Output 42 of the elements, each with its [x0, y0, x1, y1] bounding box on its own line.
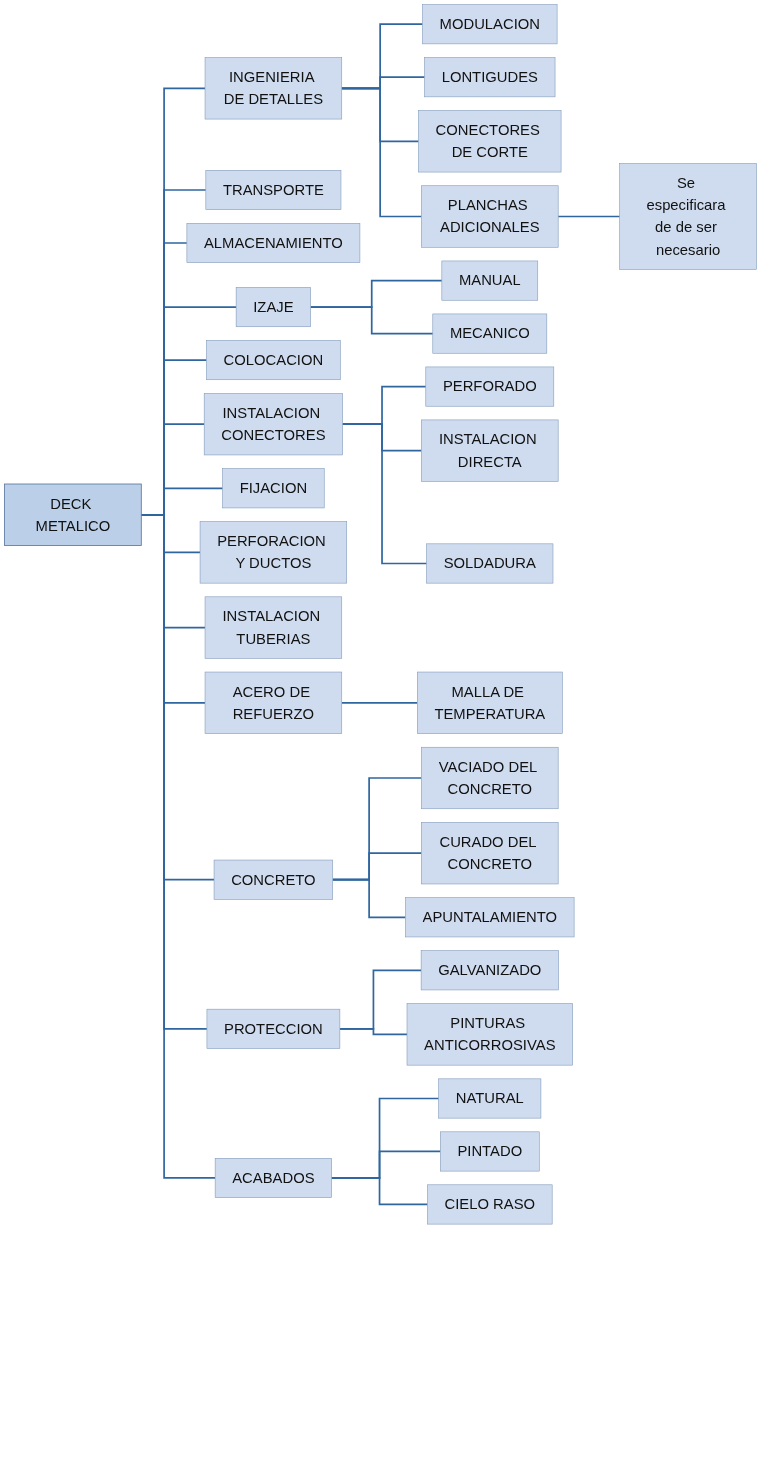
connector	[340, 87, 423, 218]
connector	[340, 701, 419, 704]
node-box: PROTECCION	[206, 1008, 341, 1049]
node-box: IZAJE	[235, 287, 311, 328]
node-box: CURADO DEL CONCRETO	[421, 822, 559, 885]
node-box: TRANSPORTE	[205, 170, 342, 210]
node-box: PERFORACION Y DUCTOS	[199, 521, 347, 584]
connector	[339, 1027, 408, 1036]
node-box: PINTADO	[440, 1131, 540, 1172]
connector	[331, 878, 407, 919]
node-box: NATURAL	[438, 1078, 542, 1119]
connector	[557, 215, 621, 218]
node-box: MODULACION	[422, 4, 558, 45]
node-box: INSTALACION CONECTORES	[203, 393, 343, 456]
node-box: ALMACENAMIENTO	[186, 223, 361, 263]
node-box: DECK METALICO	[4, 483, 142, 546]
node-box: Se especificara de de ser necesario	[619, 163, 757, 270]
node-box: APUNTALAMIENTO	[405, 897, 575, 938]
node-box: MANUAL	[441, 260, 539, 301]
connector	[330, 1177, 429, 1206]
node-box: PERFORADO	[425, 366, 555, 407]
node-box: CIELO RASO	[427, 1184, 553, 1225]
node-box: COLOCACION	[206, 340, 341, 381]
node-box: MECANICO	[432, 313, 548, 354]
node-box: VACIADO DEL CONCRETO	[421, 746, 559, 810]
node-box: PINTURAS ANTICORROSIVAS	[406, 1003, 573, 1066]
node-box: SOLDADURA	[426, 543, 554, 584]
connector	[309, 306, 434, 335]
node-box: ACERO DE REFUERZO	[204, 671, 343, 734]
node-box: MALLA DE TEMPERATURA	[417, 671, 563, 734]
node-box: CONECTORES DE CORTE	[418, 110, 562, 173]
node-box: LONTIGUDES	[424, 57, 556, 98]
node-box: CONCRETO	[213, 859, 334, 900]
connector	[341, 423, 428, 565]
connector	[140, 513, 216, 1179]
node-box: INGENIERIA DE DETALLES	[204, 57, 343, 120]
node-box: GALVANIZADO	[420, 950, 559, 991]
node-box: FIJACION	[222, 468, 325, 509]
node-box: INSTALACION DIRECTA	[421, 419, 559, 482]
node-box: PLANCHAS ADICIONALES	[421, 185, 559, 248]
node-box: ACABADOS	[214, 1158, 332, 1198]
node-box: INSTALACION TUBERIAS	[204, 596, 343, 659]
